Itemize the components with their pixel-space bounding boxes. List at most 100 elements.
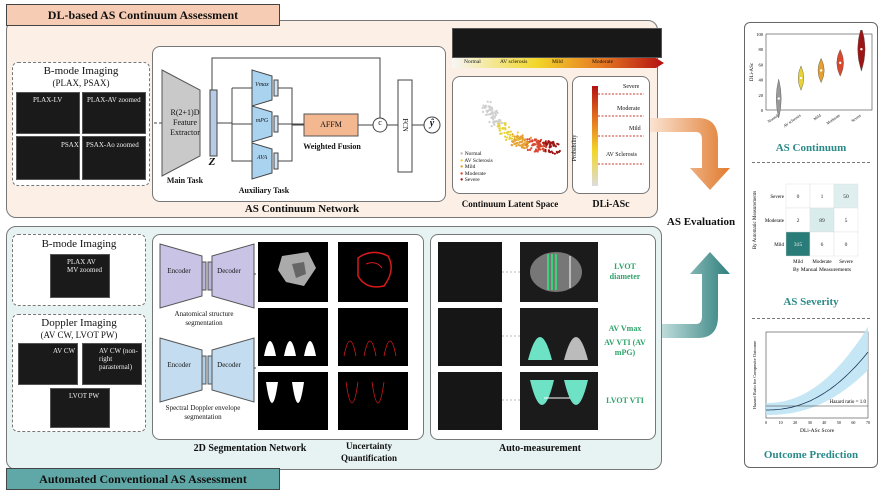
latent-point xyxy=(508,136,511,139)
latent-point xyxy=(540,138,543,141)
latent-point xyxy=(540,145,543,148)
violin-frame xyxy=(765,33,873,111)
decoder-bottom: Decoder xyxy=(217,361,241,369)
latent-point xyxy=(496,111,499,114)
anat-seg-label: Anatomical structure segmentation xyxy=(174,310,234,327)
latent-point xyxy=(514,137,518,140)
latent-point xyxy=(531,140,534,143)
view-plax-lv: PLAX-LV xyxy=(16,92,80,134)
latent-point xyxy=(511,133,514,136)
latent-scatter xyxy=(481,100,561,155)
latent-point xyxy=(542,144,545,147)
violin-median xyxy=(777,97,780,100)
right-divider-2 xyxy=(752,318,870,319)
right-divider-1 xyxy=(752,162,870,163)
latent-point xyxy=(504,122,507,125)
continuum-title: AS Continuum xyxy=(775,142,847,154)
outcome-frame xyxy=(765,331,869,419)
doppler-title: Doppler Imaging xyxy=(41,317,117,329)
matrix-cell xyxy=(833,207,859,233)
latent-point xyxy=(556,151,559,154)
matrix-ylabel: By Automatic Measurements xyxy=(753,191,758,249)
latent-point xyxy=(534,139,537,142)
latent-point xyxy=(513,138,516,142)
latent-point xyxy=(551,142,554,145)
latent-point xyxy=(533,142,536,146)
latent-point xyxy=(504,128,507,131)
matrix-col-label: Severe xyxy=(839,260,853,265)
latent-point xyxy=(521,134,524,137)
matrix-col-label: Moderate xyxy=(812,260,832,265)
violin-median xyxy=(839,61,842,65)
latent-point xyxy=(498,129,501,132)
violin-ytick: 60 xyxy=(759,62,764,67)
latent-point xyxy=(551,151,554,155)
violin-ytick: 0 xyxy=(761,108,764,113)
matrix-cell xyxy=(833,183,859,209)
violin-xtick: AV sclerosis xyxy=(782,112,802,128)
latent-point xyxy=(523,139,526,142)
latent-point xyxy=(504,135,507,138)
dliasc-mild: Mild xyxy=(629,126,641,132)
latent-point xyxy=(541,147,545,150)
latent-point xyxy=(523,142,526,145)
dliasc-panel xyxy=(572,76,650,194)
main-task-label: Main Task xyxy=(166,176,204,185)
latent-point xyxy=(517,143,520,146)
latent-point xyxy=(557,143,560,146)
fcn-label: FCN xyxy=(401,118,409,132)
aux-vmax: Vmax xyxy=(255,82,269,88)
matrix-value: 89 xyxy=(819,218,825,224)
matrix-row-label: Severe xyxy=(770,195,784,200)
latent-point xyxy=(527,141,530,144)
severity-title: AS Severity xyxy=(783,296,839,308)
latent-point xyxy=(498,127,501,130)
latent-point xyxy=(484,113,488,116)
outcome-annotation: Hazard ratio = 1.0 xyxy=(830,400,867,405)
latent-point xyxy=(490,106,494,110)
latent-point xyxy=(501,127,504,130)
outcome-line xyxy=(766,351,869,411)
aux-task-label: Auxiliary Task xyxy=(238,186,290,195)
latent-point xyxy=(523,147,526,150)
dliasc-probability: Probability xyxy=(572,134,578,162)
doppler-seg-label: Spectral Doppler envelope segmentation xyxy=(165,404,241,421)
doppler-sub: (AV CW, LVOT PW) xyxy=(40,330,118,340)
latent-point xyxy=(544,150,547,153)
outcome-xtick: 60 xyxy=(851,420,855,425)
latent-point xyxy=(494,112,497,115)
latent-point xyxy=(500,122,503,125)
view-lvot-pw: LVOT PW xyxy=(50,388,110,428)
latent-point xyxy=(481,110,485,113)
latent-point xyxy=(484,106,487,109)
strip-labels: Normal AV sclerosis Mild Moderate xyxy=(464,59,614,65)
network-title: AS Continuum Network xyxy=(244,203,360,215)
latent-point xyxy=(516,134,519,137)
aux-mpg: mPG xyxy=(255,118,269,124)
latent-point xyxy=(505,131,508,134)
latent-point xyxy=(515,144,518,147)
latent-point xyxy=(503,131,506,134)
latent-point xyxy=(518,141,521,144)
measure-lvot-vti: LVOT VTI xyxy=(606,396,644,405)
latent-point xyxy=(536,142,539,145)
latent-point xyxy=(549,142,552,145)
latent-point xyxy=(488,121,491,124)
latent-title: Continuum Latent Space xyxy=(461,199,559,209)
outcome-title: Outcome Prediction xyxy=(763,449,859,461)
encoder-bottom: Encoder xyxy=(167,361,191,369)
violin-ytick: 20 xyxy=(759,93,764,98)
auto-title: Auto-measurement xyxy=(498,443,582,454)
latent-point xyxy=(520,141,523,144)
dliasc-severe: Severe xyxy=(623,84,640,90)
matrix-value: 0 xyxy=(797,194,800,200)
latent-point xyxy=(489,100,492,104)
latent-point xyxy=(544,148,547,151)
latent-point xyxy=(526,148,529,152)
matrix-cell xyxy=(785,231,811,257)
latent-point xyxy=(528,148,532,151)
latent-legend: ● Normal ● AV Sclerosis ● Mild ● Moderat… xyxy=(460,151,493,183)
latent-point xyxy=(508,137,511,140)
concat-label: c xyxy=(378,118,382,127)
